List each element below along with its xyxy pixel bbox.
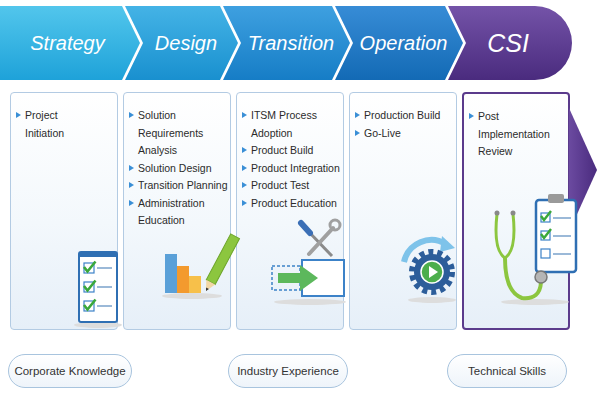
chevron-fill: [0, 6, 140, 80]
tools-arrow-icon: [272, 220, 346, 305]
wrench-shaft: [309, 228, 333, 254]
check-box: [541, 213, 550, 222]
earpiece-tip: [511, 211, 516, 216]
checklist-icon: [74, 252, 122, 328]
chevron-fill: [125, 6, 238, 80]
icon-shadow: [408, 297, 456, 303]
chevron-fill: [448, 6, 572, 80]
activity-panel: Solution Requirements AnalysisSolution D…: [123, 92, 231, 330]
activity-item: ITSM Process Adoption: [242, 107, 343, 142]
check-box: [84, 282, 94, 292]
skill-pill: Technical Skills: [447, 354, 567, 388]
stage-name: Operation: [360, 32, 448, 55]
activity-item: Administration Education: [129, 195, 230, 230]
stage-chevron-end: CSI: [448, 6, 572, 80]
chest-piece: [535, 271, 547, 283]
activity-item: Solution Requirements Analysis: [129, 107, 230, 160]
stethoscope-earpieces: [496, 214, 514, 258]
list-line: [97, 267, 112, 269]
skill-pill: Corporate Knowledge: [8, 354, 132, 388]
activity-item: Product Education: [242, 195, 343, 213]
wrench-head: [330, 220, 340, 230]
activity-item: Product Test: [242, 177, 343, 195]
clipboard-paper: [79, 252, 117, 322]
chart-pencil-icon: [162, 234, 240, 299]
activity-item: Project Initiation: [16, 107, 97, 142]
activity-panel: Post Implementation Review: [462, 92, 570, 330]
activity-item: Product Build: [242, 142, 343, 160]
clipboard-clip: [548, 194, 564, 203]
stethoscope-tube: [505, 258, 541, 298]
play-triangle: [429, 266, 438, 278]
check-box: [84, 263, 94, 273]
skill-name: Technical Skills: [468, 365, 546, 377]
activity-panel: ITSM Process AdoptionProduct BuildProduc…: [236, 92, 344, 330]
icon-shadow: [74, 322, 122, 328]
check-box: [541, 231, 550, 240]
screwdriver-handle: [301, 223, 310, 233]
panel-arrow-tip: [569, 108, 597, 232]
check-box: [541, 249, 550, 258]
check-mark: [541, 229, 551, 238]
activity-item: Production Build: [355, 107, 456, 125]
gear-teeth: [412, 252, 452, 292]
stage-chevron: Design: [125, 6, 238, 80]
list-line: [553, 235, 571, 237]
activity-item: Go-Live: [355, 125, 456, 143]
list-line: [553, 253, 571, 255]
clipboard-bar: [79, 252, 117, 257]
pencil-body: [206, 234, 239, 285]
icon-shadow: [274, 299, 346, 305]
chevron-fill: [335, 6, 463, 80]
activity-panel: Production BuildGo-Live: [349, 92, 457, 330]
stage-name: Design: [155, 32, 217, 55]
pencil-tip: [202, 280, 216, 294]
stage-chevron: Transition: [223, 6, 350, 80]
list-line: [97, 286, 112, 288]
clipboard-paper: [536, 200, 576, 272]
activity-panel: Project Initiation: [10, 92, 118, 330]
chart-bar: [165, 254, 177, 293]
target-box: [302, 260, 344, 296]
stage-name: Transition: [248, 32, 334, 55]
stage-chevron: Operation: [335, 6, 463, 80]
cycle-arrow: [404, 240, 446, 262]
stage-chevron: Strategy: [0, 6, 140, 80]
screwdriver-shaft: [308, 231, 332, 256]
chart-bar: [177, 266, 189, 293]
move-arrow: [278, 265, 318, 291]
skill-name: Industry Experience: [237, 365, 339, 377]
activity-item: Solution Design: [129, 160, 230, 178]
earpiece-tip: [495, 211, 500, 216]
activity-item: Post Implementation Review: [469, 108, 558, 161]
activity-item: Product Integration: [242, 160, 343, 178]
stage-name: CSI: [487, 29, 529, 58]
pencil-lead: [205, 287, 209, 291]
dashed-box: [272, 266, 300, 290]
activity-item: Transition Planning: [129, 177, 230, 195]
check-mark: [541, 211, 551, 220]
list-line: [97, 305, 112, 307]
gear-body: [414, 254, 450, 290]
check-mark: [84, 262, 96, 272]
gear-cycle-icon: [404, 236, 456, 303]
stage-name: Strategy: [30, 32, 104, 55]
play-button: [421, 261, 443, 283]
check-mark: [84, 281, 96, 291]
chevron-fill: [223, 6, 350, 80]
check-mark: [84, 300, 96, 310]
icon-shadow: [501, 299, 569, 305]
icon-shadow: [162, 293, 222, 299]
pencil: [202, 234, 240, 293]
check-box: [84, 301, 94, 311]
list-line: [553, 217, 571, 219]
stethoscope-clipboard-icon: [495, 194, 577, 305]
skill-pill: Industry Experience: [228, 354, 348, 388]
chart-bar: [189, 276, 201, 293]
cycle-arrow-head: [440, 236, 455, 252]
skill-name: Corporate Knowledge: [14, 365, 125, 377]
